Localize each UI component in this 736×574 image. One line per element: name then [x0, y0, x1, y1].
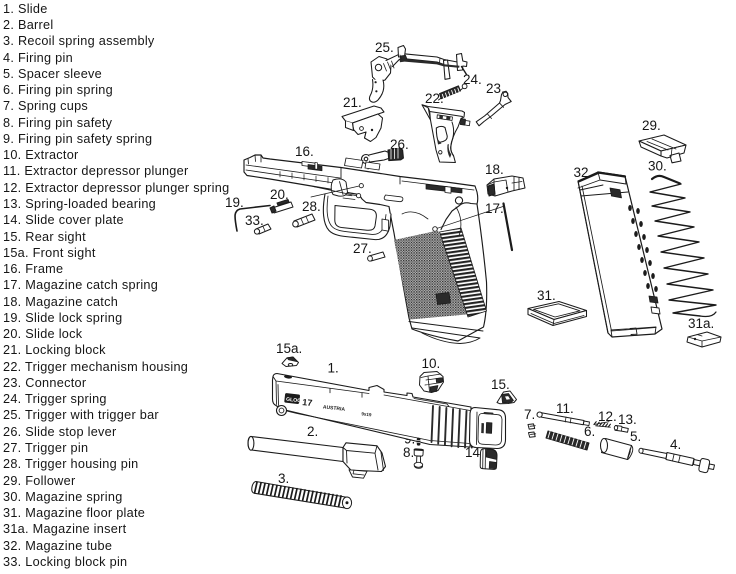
svg-text:31a.: 31a. [688, 316, 714, 331]
svg-text:7.: 7. [524, 407, 535, 422]
svg-text:6.: 6. [584, 424, 595, 439]
svg-text:GLOCK: GLOCK [286, 397, 306, 405]
svg-text:2.: 2. [307, 424, 318, 439]
svg-text:28.: 28. [302, 199, 321, 214]
svg-text:18.: 18. [485, 162, 504, 177]
svg-text:29.: 29. [642, 118, 661, 133]
svg-text:AUSTRIA: AUSTRIA [323, 404, 346, 413]
svg-text:15.: 15. [491, 377, 510, 392]
svg-text:26.: 26. [390, 137, 409, 152]
svg-text:14.: 14. [465, 445, 484, 460]
svg-text:22.: 22. [425, 91, 444, 106]
svg-text:9x19: 9x19 [361, 411, 372, 417]
svg-text:19.: 19. [225, 195, 244, 210]
svg-text:1.: 1. [328, 361, 339, 376]
svg-text:10.: 10. [422, 356, 441, 371]
svg-text:23.: 23. [486, 81, 505, 96]
svg-text:13.: 13. [618, 412, 637, 427]
svg-text:30.: 30. [648, 159, 667, 174]
svg-text:15a.: 15a. [276, 341, 302, 356]
svg-text:24.: 24. [463, 72, 482, 87]
svg-text:3.: 3. [278, 471, 289, 486]
svg-text:8.: 8. [403, 445, 414, 460]
svg-text:5.: 5. [630, 429, 641, 444]
svg-text:21.: 21. [343, 95, 362, 110]
svg-text:31.: 31. [537, 288, 556, 303]
svg-text:16.: 16. [295, 144, 314, 159]
svg-text:11.: 11. [556, 401, 574, 416]
svg-text:33.: 33. [245, 213, 264, 228]
svg-text:12.: 12. [598, 409, 617, 424]
svg-text:20.: 20. [270, 187, 289, 202]
svg-text:17.: 17. [485, 201, 504, 216]
svg-text:17: 17 [302, 397, 313, 408]
svg-text:27.: 27. [353, 241, 372, 256]
svg-text:25.: 25. [375, 40, 394, 55]
svg-text:4.: 4. [670, 437, 681, 452]
